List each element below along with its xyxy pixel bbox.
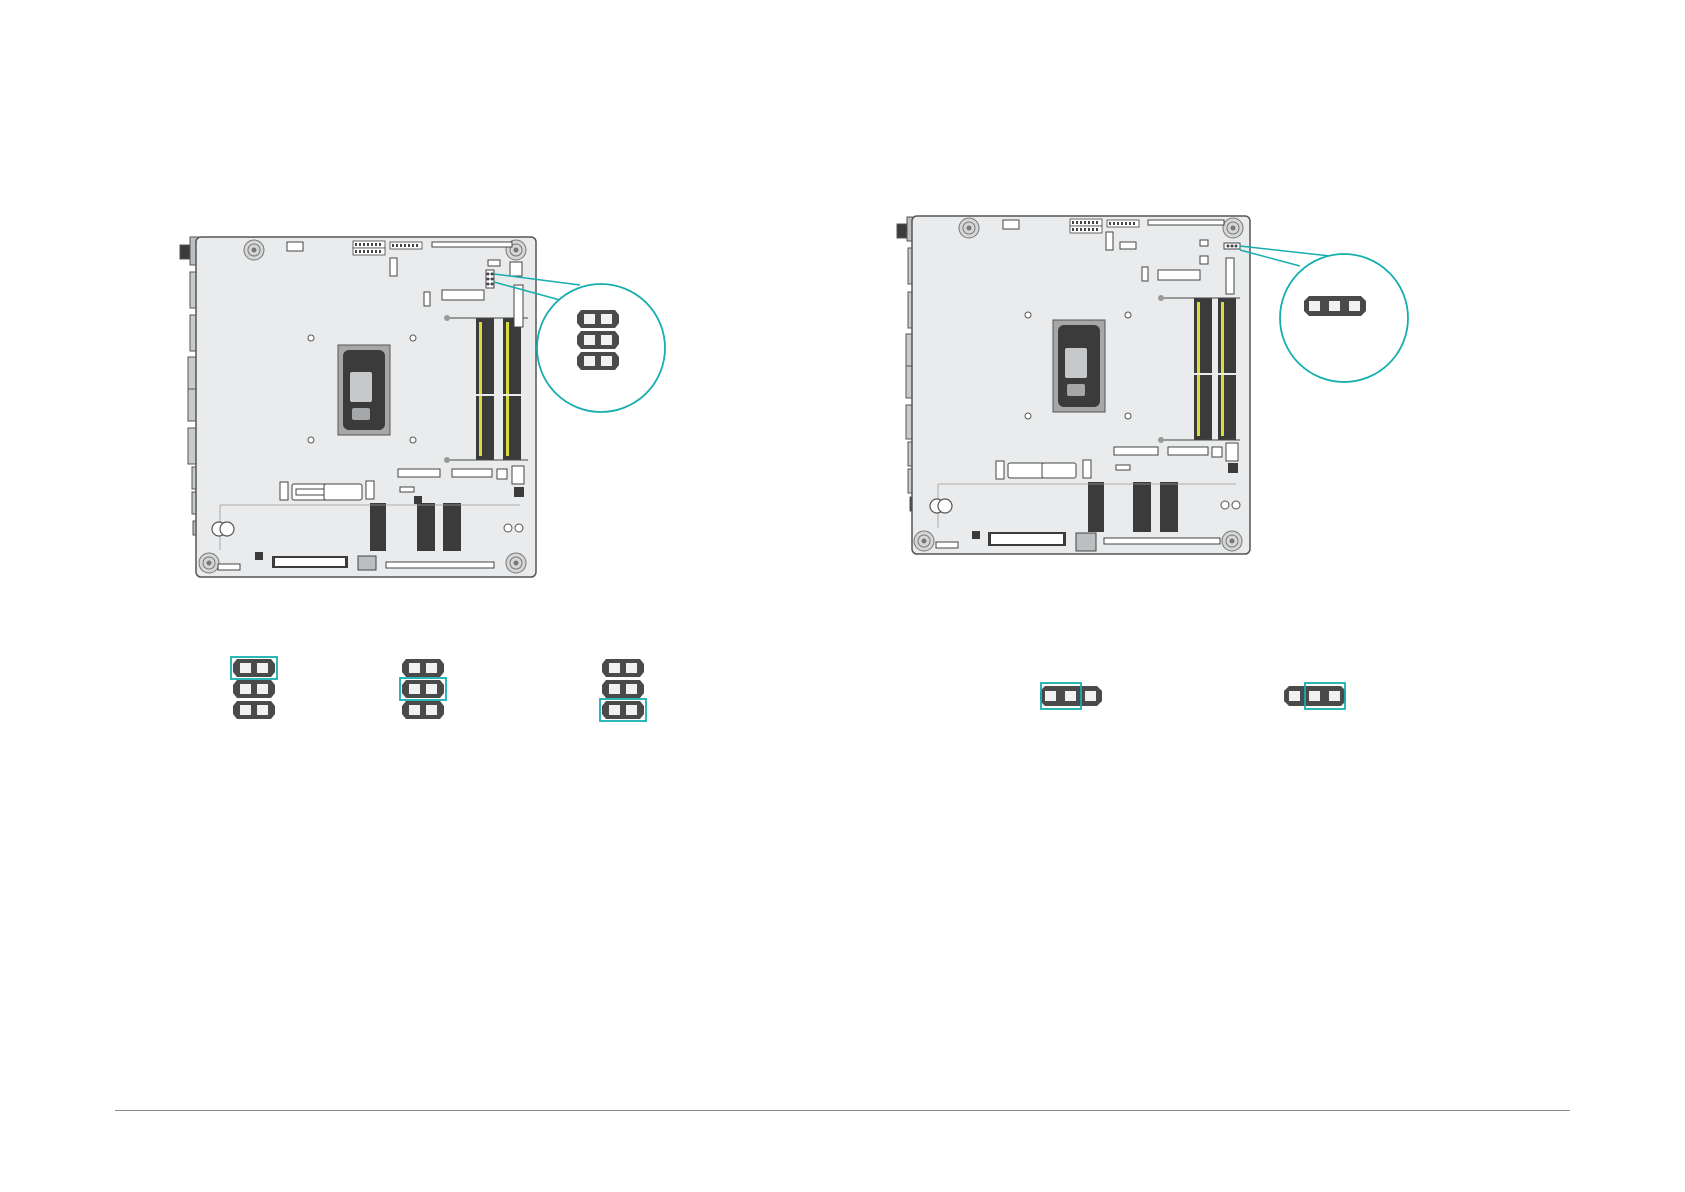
right-board-jumper-header: [1224, 243, 1240, 249]
jumper-setting-3: [600, 659, 646, 721]
left-cpu: [338, 345, 390, 435]
right-callout: [1240, 246, 1408, 382]
left-motherboard: [180, 237, 536, 577]
jumper-setting-2: [400, 659, 446, 719]
right-motherboard: [897, 216, 1250, 554]
footer-rule: [115, 1110, 1570, 1111]
right-zoom-jumper-1x3: [1304, 296, 1366, 316]
left-zoom-jumper-2x3: [577, 310, 619, 370]
jumper-setting-a: [1040, 683, 1102, 709]
settings-left-group: [231, 657, 646, 721]
jumper-setting-b: [1284, 683, 1346, 709]
settings-right-group: [1040, 683, 1346, 709]
right-cpu: [1053, 320, 1105, 412]
jumper-setting-1: [231, 657, 277, 719]
